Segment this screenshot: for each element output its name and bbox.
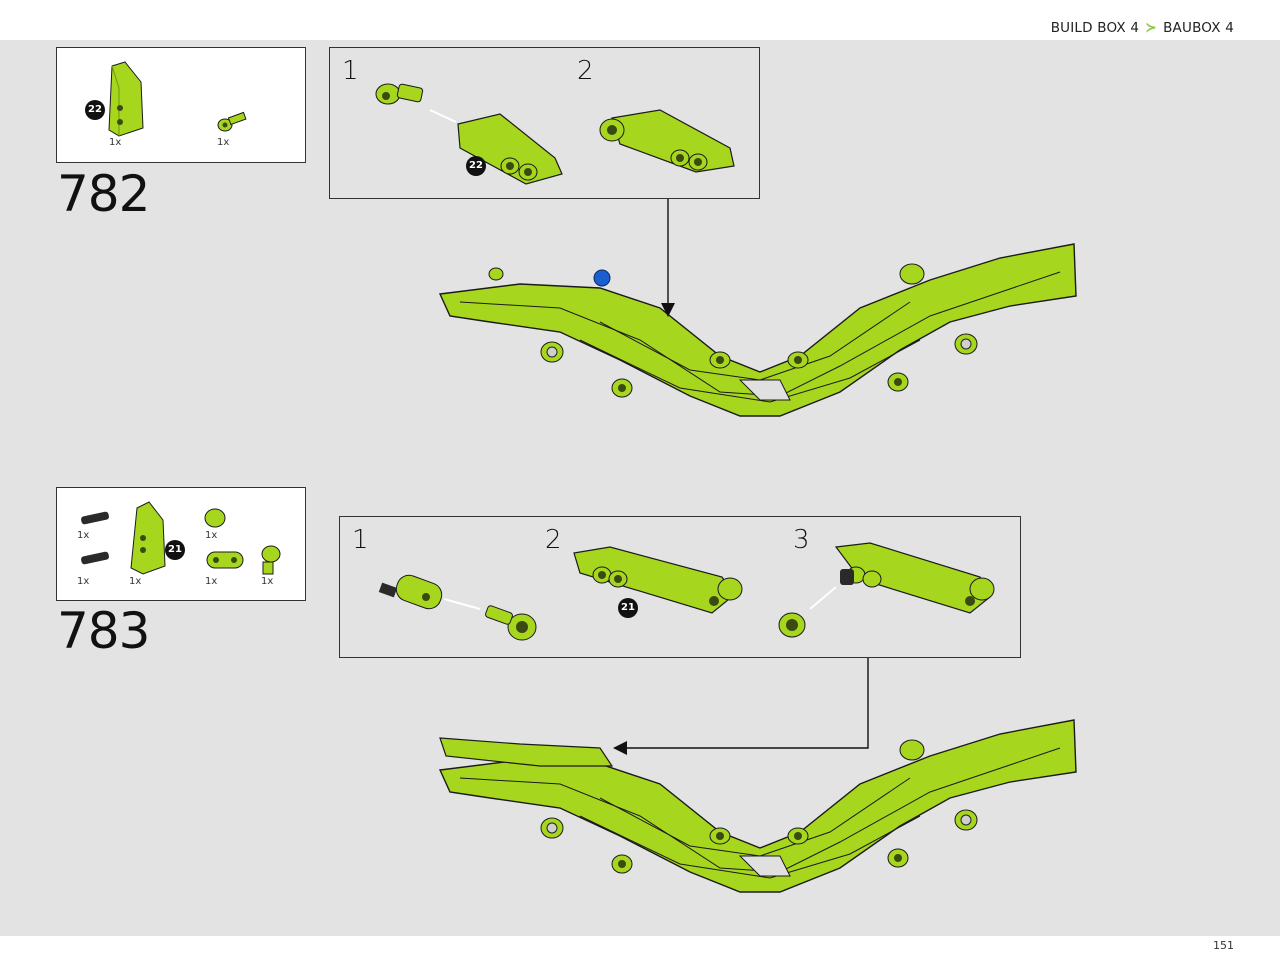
step-number-782: 782	[57, 165, 150, 223]
main-assembly-783	[439, 719, 1077, 893]
instruction-area: 22 1x 1x 782 1 2 22	[0, 40, 1280, 936]
parts-illustration-782	[108, 61, 247, 137]
blue-pin-icon	[593, 269, 611, 287]
peg-icon	[488, 267, 504, 281]
part-quantity: 1x	[217, 137, 230, 148]
breadcrumb-separator-icon: ≻	[1145, 20, 1158, 36]
part-quantity: 1x	[109, 137, 122, 148]
parts-illustration-783	[81, 501, 281, 575]
sub-step-label: 2	[577, 56, 594, 86]
parts-list-783: 21 1x 1x 1x 1x 1x 1x	[56, 487, 306, 601]
sub-step-label: 3	[793, 525, 810, 555]
sub-assembly-782: 1 2 22	[329, 47, 760, 199]
part-quantity: 1x	[77, 530, 90, 541]
breadcrumb-baubox: BAUBOX 4	[1163, 20, 1234, 36]
sub-assembly-783: 1 2 3	[339, 516, 1021, 658]
part-quantity: 1x	[77, 576, 90, 587]
breadcrumb-build-box: BUILD BOX 4	[1050, 20, 1140, 36]
sub-assembly-illustration-783	[378, 542, 995, 641]
part-quantity: 1x	[205, 576, 218, 587]
part-quantity: 1x	[205, 530, 218, 541]
main-assembly-layer	[439, 199, 1077, 893]
sub-step-label: 2	[545, 525, 562, 555]
sub-step-label: 1	[352, 525, 369, 555]
main-assembly-782	[439, 243, 1077, 417]
page-number: 151	[1213, 939, 1234, 952]
part-quantity: 1x	[129, 576, 142, 587]
part-number-badge: 22	[85, 100, 105, 120]
sub-assembly-illustration-782	[375, 83, 735, 185]
part-number-badge: 21	[618, 598, 638, 618]
step-number-783: 783	[57, 602, 150, 660]
page-header: BUILD BOX 4 ≻ BAUBOX 4	[0, 0, 1280, 40]
part-number-badge: 21	[165, 540, 185, 560]
part-number-badge: 22	[466, 156, 486, 176]
sub-step-label: 1	[342, 56, 359, 86]
part-quantity: 1x	[261, 576, 274, 587]
page-footer: 151	[0, 936, 1280, 974]
breadcrumb: BUILD BOX 4 ≻ BAUBOX 4	[1051, 20, 1234, 36]
connector-arrow-783	[613, 658, 869, 755]
parts-list-782: 22 1x 1x	[56, 47, 306, 163]
